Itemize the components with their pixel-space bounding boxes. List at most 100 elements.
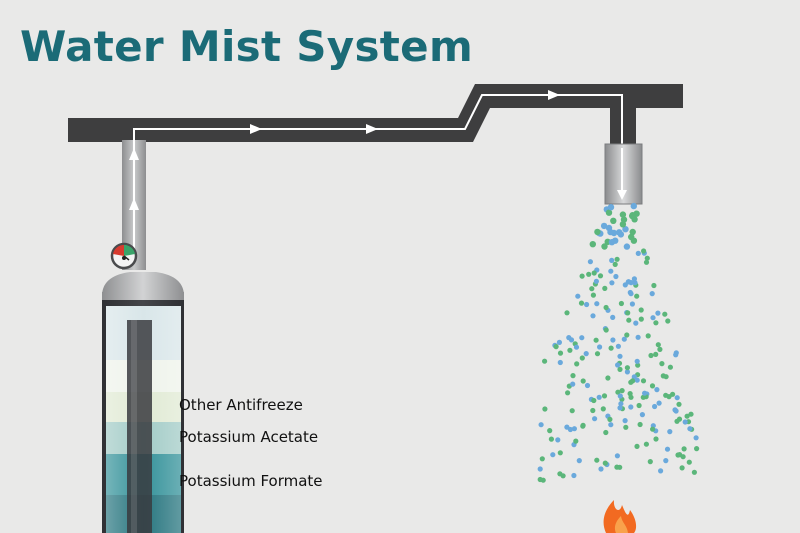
- mist-droplet: [644, 255, 650, 261]
- mist-droplet: [660, 373, 666, 379]
- mist-droplet: [650, 426, 656, 432]
- mist-droplet: [608, 422, 614, 428]
- mist-droplet: [635, 362, 641, 368]
- mist-droplet: [596, 394, 602, 400]
- mist-droplet: [618, 300, 625, 307]
- mist-droplet: [686, 459, 692, 465]
- mist-droplet: [557, 350, 564, 356]
- mist-droplet: [579, 273, 585, 279]
- mist-droplet: [594, 301, 600, 307]
- mist-droplet: [633, 320, 639, 326]
- mist-droplet: [603, 429, 609, 436]
- mist-droplet: [628, 233, 635, 241]
- mist-droplet: [641, 248, 647, 254]
- mist-droplet: [601, 243, 608, 250]
- mist-droplet: [560, 473, 566, 479]
- mist-droplet: [594, 457, 600, 463]
- mist-droplet: [605, 209, 613, 216]
- mist-droplet: [679, 465, 685, 471]
- mist-droplet: [623, 424, 629, 430]
- mist-droplet: [590, 292, 597, 298]
- mist-droplet: [653, 320, 659, 326]
- mist-droplet: [633, 210, 640, 217]
- mist-droplet: [619, 388, 625, 394]
- mist-droplet: [579, 335, 585, 341]
- mist-droplet: [653, 436, 659, 442]
- mist-droplet: [649, 291, 655, 297]
- tank-label-other-antifreeze: Other Antifreeze: [179, 396, 303, 414]
- mist-droplet: [617, 464, 623, 470]
- mist-droplet: [640, 394, 646, 400]
- mist-droplet: [634, 358, 640, 364]
- mist-droplet: [578, 300, 585, 306]
- mist-droplet: [667, 364, 674, 370]
- mist-droplet: [638, 307, 644, 313]
- mist-droplet: [613, 273, 619, 280]
- mist-droplet: [573, 438, 579, 444]
- mist-droplet: [584, 382, 591, 389]
- mist-droplet: [576, 458, 582, 464]
- mist-droplet: [614, 453, 621, 459]
- mist-droplet: [622, 226, 629, 233]
- mist-droplet: [643, 259, 650, 265]
- mist-droplet: [593, 278, 600, 284]
- mist-droplet: [624, 365, 631, 371]
- mist-droplet: [586, 271, 592, 277]
- mist-droplet: [617, 231, 625, 238]
- mist-droplet: [635, 250, 641, 256]
- mist-droplet: [651, 282, 657, 289]
- mist-droplet: [594, 228, 601, 236]
- mist-droplet: [570, 381, 576, 387]
- mist-droplet: [655, 342, 661, 348]
- mist-droplet: [656, 400, 662, 406]
- mist-droplet: [539, 456, 545, 462]
- mist-droplet: [608, 345, 614, 351]
- main-pipe: [68, 84, 683, 142]
- mist-droplet: [589, 241, 596, 248]
- mist-droplet: [610, 314, 616, 320]
- mist-droplet: [623, 243, 631, 250]
- mist-droplet: [579, 355, 585, 361]
- mist-droplet: [612, 261, 618, 267]
- mist-droplet: [630, 378, 636, 384]
- mist-droplet: [634, 293, 640, 299]
- mist-droplet: [555, 437, 561, 443]
- mist-droplet: [639, 412, 646, 418]
- mist-droplet: [654, 387, 660, 393]
- mist-droplet: [631, 374, 637, 380]
- mist-droplet: [626, 317, 632, 323]
- mist-droplet: [682, 419, 688, 425]
- mist-droplet: [667, 429, 673, 435]
- mist-droplet: [566, 335, 572, 341]
- mist-droplet: [637, 421, 643, 428]
- mist-droplet: [642, 390, 648, 396]
- flow-arrow-icon: [129, 90, 627, 210]
- mist-droplet: [621, 336, 627, 342]
- mist-droplet: [664, 446, 671, 452]
- mist-droplet: [665, 318, 671, 324]
- tank-label-potassium-formate: Potassium Formate: [179, 472, 323, 490]
- mist-droplet: [638, 316, 644, 322]
- mist-droplet: [591, 270, 597, 276]
- mist-droplet: [617, 353, 623, 359]
- mist-droplet: [670, 391, 676, 397]
- mist-droplet: [597, 344, 603, 350]
- mist-droplet: [630, 202, 637, 210]
- mist-droplet: [605, 375, 611, 381]
- mist-droplet: [615, 389, 621, 395]
- mist-droplet: [647, 459, 653, 465]
- mist-droplet: [619, 221, 627, 228]
- mist-droplet: [600, 222, 608, 230]
- mist-droplet: [687, 426, 693, 432]
- antifreeze-tank: [102, 272, 184, 533]
- mist-droplet: [615, 362, 621, 368]
- mist-droplet: [663, 458, 669, 464]
- mist-droplet: [567, 426, 574, 433]
- mist-droplet: [584, 301, 590, 308]
- mist-droplet: [624, 369, 631, 375]
- mist-droplet: [628, 291, 634, 297]
- mist-droplet: [537, 466, 543, 472]
- mist-droplet: [673, 408, 679, 414]
- mist-droplet: [589, 286, 595, 292]
- mist-droplet: [580, 378, 586, 384]
